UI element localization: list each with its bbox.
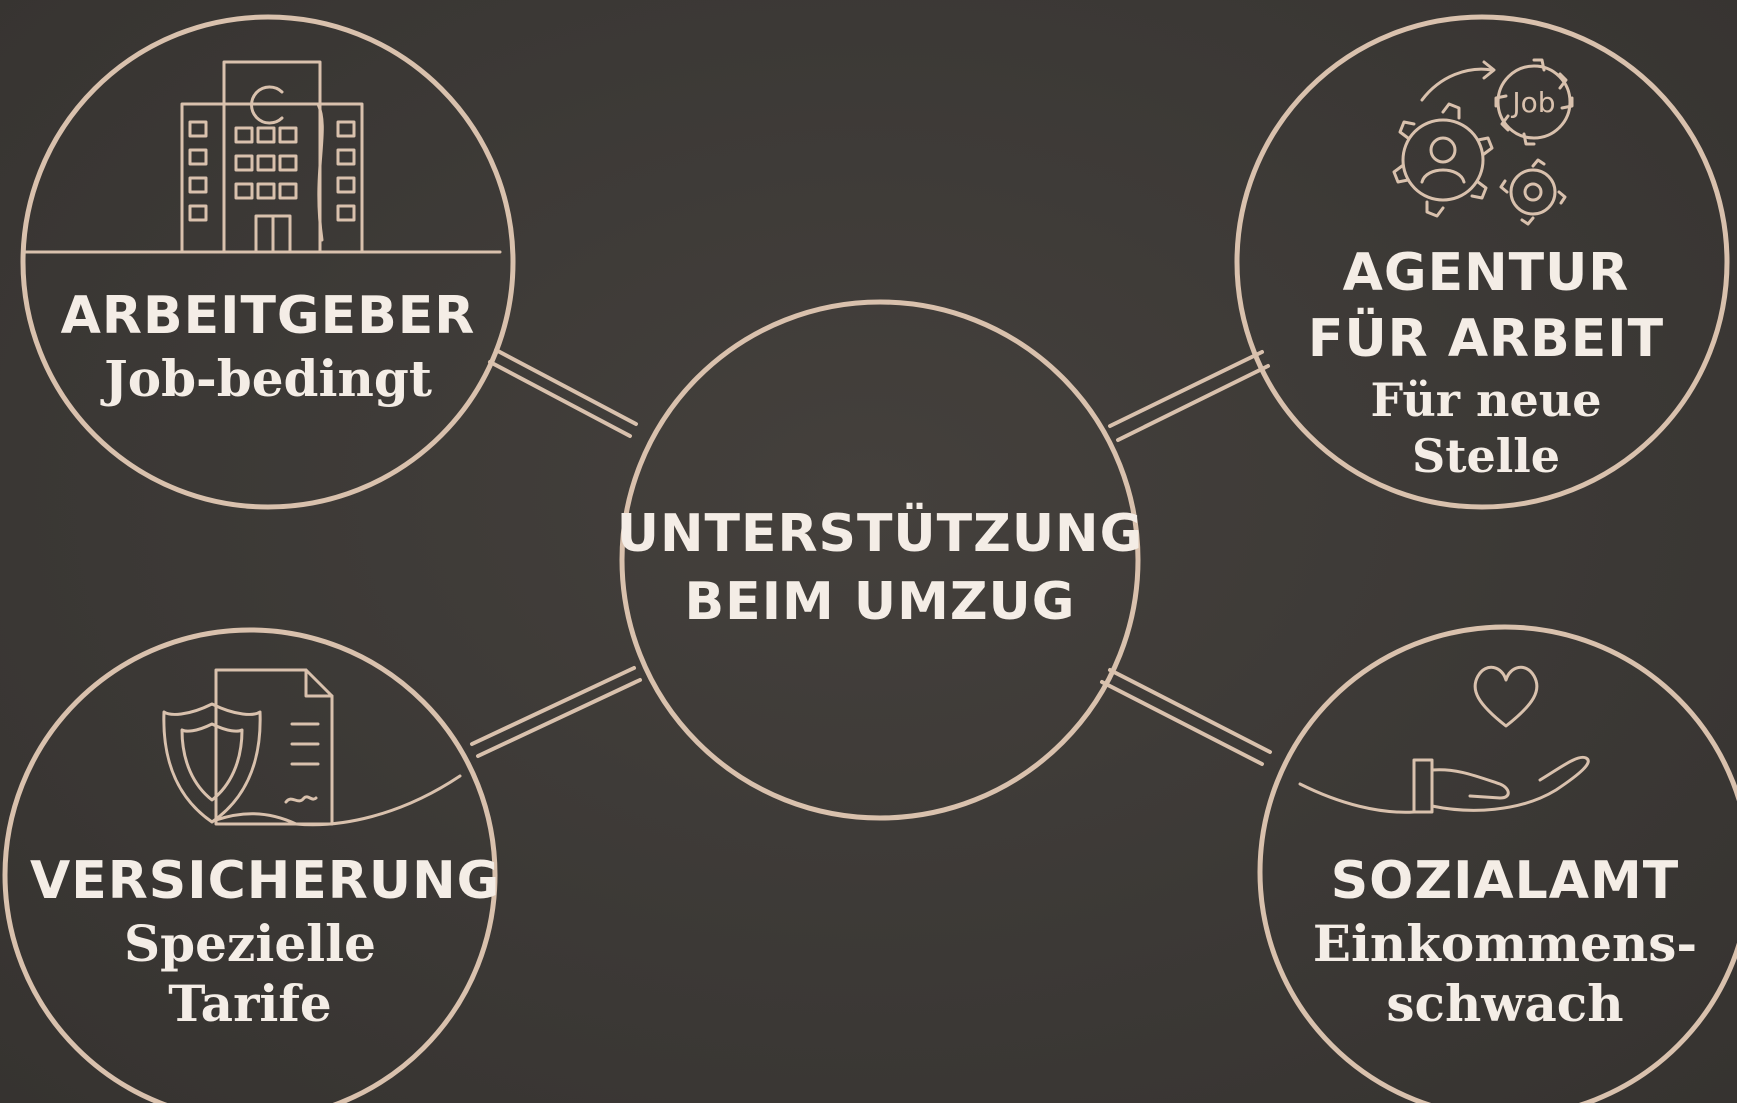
node-circle-agentur — [1234, 14, 1730, 510]
node-versicherung-subtitle-line2: Tarife — [168, 974, 332, 1033]
connector-sozialamt — [1100, 668, 1272, 766]
heart-hand-icon — [1298, 665, 1590, 814]
center-title-line2: BEIM UMZUG — [684, 572, 1076, 632]
node-versicherung-subtitle-line1: Spezielle — [124, 914, 376, 973]
node-arbeitgeber: ARBEITGEBER Job-bedingt — [48, 283, 488, 409]
connector-agentur — [1108, 350, 1270, 442]
node-sozialamt: SOZIALAMT Einkommens- schwach — [1285, 848, 1725, 1034]
node-agentur-title-line2: FÜR ARBEIT — [1307, 309, 1665, 369]
node-agentur-subtitle-line2: Stelle — [1412, 429, 1560, 483]
job-gears-icon — [1392, 58, 1574, 226]
node-sozialamt-title: SOZIALAMT — [1330, 851, 1680, 911]
node-agentur: AGENTUR FÜR ARBEIT Für neue Stelle — [1266, 240, 1706, 484]
connector-versicherung — [470, 666, 642, 758]
node-sozialamt-subtitle-line1: Einkommens- — [1312, 914, 1698, 973]
node-agentur-title-line1: AGENTUR — [1342, 243, 1630, 303]
job-gears-icon-text: Job — [1510, 86, 1555, 119]
connector-arbeitgeber — [488, 348, 638, 438]
node-sozialamt-subtitle-line2: schwach — [1386, 974, 1624, 1033]
office-building-icon — [22, 60, 502, 254]
node-versicherung: VERSICHERUNG Spezielle Tarife — [30, 848, 501, 1034]
node-circle-versicherung — [2, 627, 498, 1103]
node-circle-arbeitgeber — [20, 14, 516, 510]
node-agentur-subtitle-line1: Für neue — [1370, 373, 1602, 427]
node-arbeitgeber-subtitle: Job-bedingt — [104, 349, 432, 408]
center-label: UNTERSTÜTZUNG BEIM UMZUG — [580, 500, 1180, 636]
node-circle-sozialamt — [1257, 624, 1737, 1103]
node-versicherung-title: VERSICHERUNG — [30, 851, 501, 911]
shield-document-icon — [162, 668, 462, 827]
center-circle — [619, 299, 1141, 821]
center-title-line1: UNTERSTÜTZUNG — [616, 504, 1144, 564]
node-arbeitgeber-title: ARBEITGEBER — [60, 286, 476, 346]
